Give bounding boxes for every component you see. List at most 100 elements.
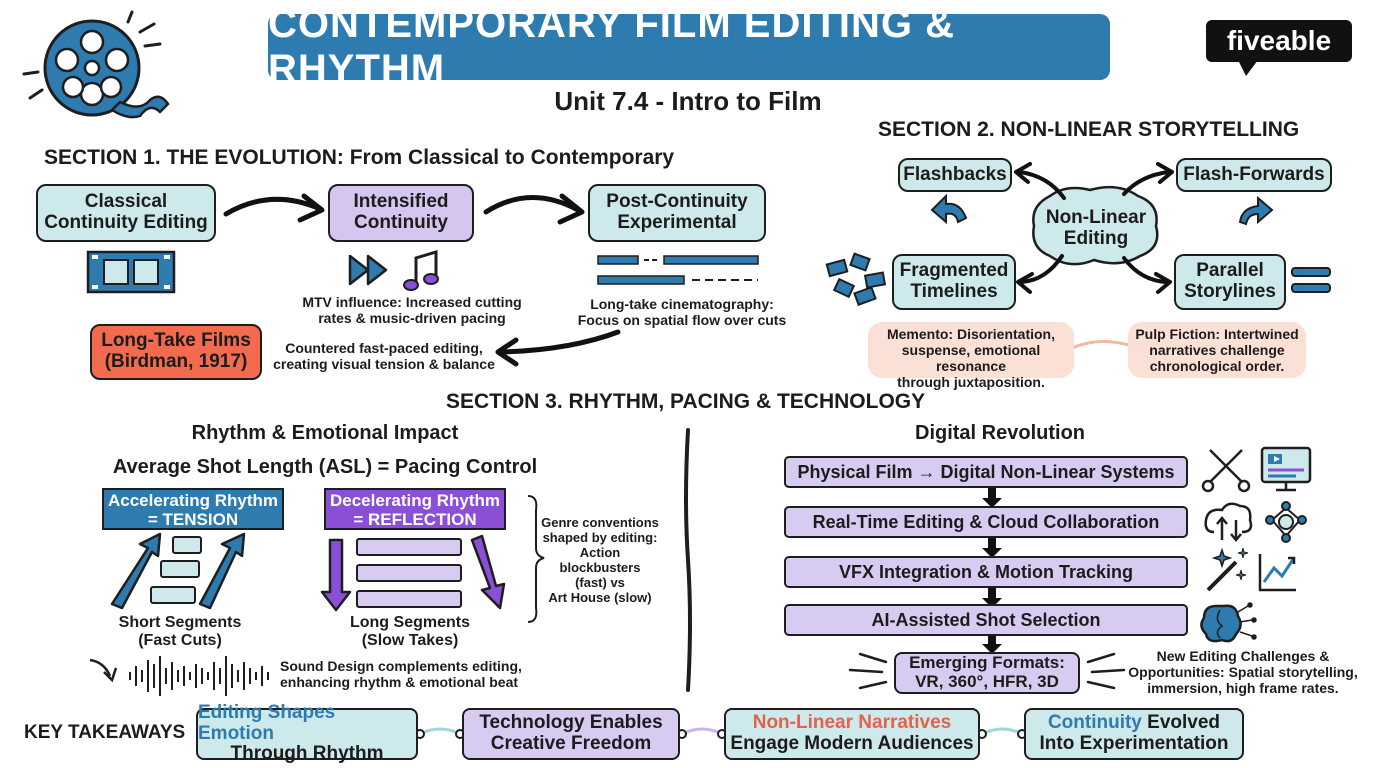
sound-wave-icon [89, 656, 269, 696]
long-line1: Long Segments [349, 614, 470, 631]
sound-design-note: Sound Design complements editing, enhanc… [280, 658, 528, 690]
music-note-icon [403, 249, 439, 291]
fragments-icon [825, 252, 887, 306]
genre-line3: Action blockbusters [559, 544, 641, 575]
short-segment-block [172, 536, 202, 554]
arrow-to-longtake [499, 329, 621, 355]
mtv-note-line2: rates & music-driven pacing [318, 310, 506, 327]
nonlinear-center-line2: Editing [1063, 227, 1129, 249]
genre-line4: (fast) vs [575, 574, 625, 590]
cloud-sync-icon [1204, 502, 1253, 542]
film-strip-icon [86, 250, 176, 294]
parallel-line1: Parallel [1196, 260, 1264, 282]
stage-intensified-line1: Intensified [353, 191, 449, 213]
mtv-note: MTV influence: Increased cutting rates &… [282, 294, 542, 326]
emerging-formats-box: Emerging Formats: VR, 360°, HFR, 3D [894, 652, 1080, 694]
longtake-films-box: Long-Take Films (Birdman, 1917) [90, 324, 262, 380]
brand-logo-text: fiveable [1226, 25, 1332, 56]
takeaway-3-accent: Non-Linear Narratives [752, 712, 952, 734]
digital-step-3: VFX Integration & Motion Tracking [784, 556, 1188, 588]
accelerating-line2: = TENSION [147, 509, 239, 529]
stage-intensified: Intensified Continuity [328, 184, 474, 242]
memento-line1: Memento: Disorientation, [886, 326, 1055, 342]
accelerating-badge: Accelerating Rhythm = TENSION [102, 488, 284, 530]
emerging-line1: Emerging Formats: [909, 653, 1065, 673]
brand-logo: fiveable [1206, 20, 1352, 62]
flashforwards-box: Flash-Forwards [1176, 158, 1332, 192]
genre-note: Genre conventions shaped by editing: Act… [540, 515, 660, 606]
decelerating-line2: = REFLECTION [353, 509, 477, 529]
genre-line2: shaped by editing: [542, 529, 658, 545]
nonlinear-center-blob [1032, 185, 1159, 266]
takeaways-label: KEY TAKEAWAYS [24, 722, 186, 743]
parallel-box: Parallel Storylines [1174, 254, 1286, 310]
flashbacks-box: Flashbacks [898, 158, 1012, 192]
pulp-fiction-note: Pulp Fiction: Intertwined narratives cha… [1128, 322, 1306, 378]
short-line1: Short Segments [118, 614, 242, 631]
arrow-intensified-to-post [483, 195, 581, 215]
takeaway-4-accent: Continuity [1047, 712, 1142, 734]
long-segment-bar [356, 538, 462, 556]
curved-arrow-icon [1238, 195, 1274, 226]
nonlinear-center-line1: Non-Linear [1045, 207, 1147, 228]
network-icon [1265, 501, 1307, 543]
section3-divider [684, 428, 692, 692]
fragmented-line2: Timelines [910, 281, 998, 302]
long-segment-bar [356, 564, 462, 582]
counter-note: Countered fast-paced editing, creating v… [268, 340, 500, 372]
monitor-icon [1260, 446, 1312, 492]
longtake-note: Long-take cinematography: Focus on spati… [560, 296, 804, 328]
accelerating-line1: Accelerating Rhythm [107, 491, 279, 510]
challenges-note: New Editing Challenges & Opportunities: … [1120, 648, 1366, 696]
takeaway-1-accent: Editing Shapes Emotion [198, 701, 336, 744]
arrow-classical-to-intensified [223, 196, 321, 217]
curved-arrow-icon [930, 193, 968, 225]
fragmented-box: Fragmented Timelines [892, 254, 1016, 310]
takeaway-1: Editing Shapes Emotion Through Rhythm [196, 702, 418, 764]
digital-step-1: Physical Film → Digital Non-Linear Syste… [784, 456, 1188, 488]
rhythm-title: Rhythm & Emotional Impact [191, 422, 459, 444]
takeaway-4-accent-rest: Evolved [1141, 712, 1221, 734]
nonlinear-center-label: Non-Linear Editing [1034, 207, 1158, 250]
asl-title: Average Shot Length (ASL) = Pacing Contr… [112, 456, 538, 478]
emerging-line2: VR, 360°, HFR, 3D [915, 672, 1059, 691]
longtake-films-line1: Long-Take Films [101, 330, 251, 352]
fragmented-line1: Fragmented [899, 260, 1009, 282]
takeaway-2-rest: Creative Freedom [490, 733, 652, 754]
short-segment-block [150, 586, 196, 604]
takeaway-4-accent-line: Continuity Evolved [1047, 712, 1221, 734]
pulp-line3: chronological order. [1149, 358, 1285, 375]
short-segment-block [160, 560, 200, 578]
digital-step-2: Real-Time Editing & Cloud Collaboration [784, 506, 1188, 538]
genre-brace [527, 495, 545, 623]
long-line2: (Slow Takes) [361, 632, 459, 650]
stage-classical-line2: Continuity Editing [44, 212, 208, 233]
sound-line2: enhancing rhythm & emotional beat [280, 674, 519, 691]
takeaway-4: Continuity Evolved Into Experimentation [1024, 708, 1244, 760]
takeaway-3: Non-Linear Narratives Engage Modern Audi… [724, 708, 980, 760]
stage-post-line2: Experimental [617, 212, 737, 233]
short-line2: (Fast Cuts) [138, 632, 222, 650]
memento-line3: through juxtaposition. [897, 374, 1045, 391]
takeaway-3-rest: Engage Modern Audiences [730, 733, 974, 754]
memento-note: Memento: Disorientation, suspense, emoti… [868, 322, 1074, 390]
digital-step-4: AI-Assisted Shot Selection [784, 604, 1188, 636]
takeaway-1-rest: Through Rhythm [230, 743, 384, 765]
equals-icon [1291, 267, 1331, 293]
counter-note-line1: Countered fast-paced editing, [285, 340, 483, 356]
ai-brain-icon [1200, 602, 1257, 643]
counter-note-line2: creating visual tension & balance [273, 356, 495, 373]
longtake-films-line2: (Birdman, 1917) [104, 351, 248, 372]
memento-line2: suspense, emotional resonance [901, 342, 1041, 375]
genre-line5: Art House (slow) [548, 589, 652, 605]
longtake-note-line2: Focus on spatial flow over cuts [577, 312, 787, 329]
takeaway-2-accent: Technology Enables [479, 712, 663, 734]
challenges-line1: New Editing Challenges & [1156, 648, 1330, 664]
pulp-line2: narratives challenge [1149, 342, 1285, 359]
decelerating-badge: Decelerating Rhythm = REFLECTION [324, 488, 506, 530]
magic-wand-icon [1206, 547, 1249, 592]
timeline-bars-icon [597, 255, 759, 285]
